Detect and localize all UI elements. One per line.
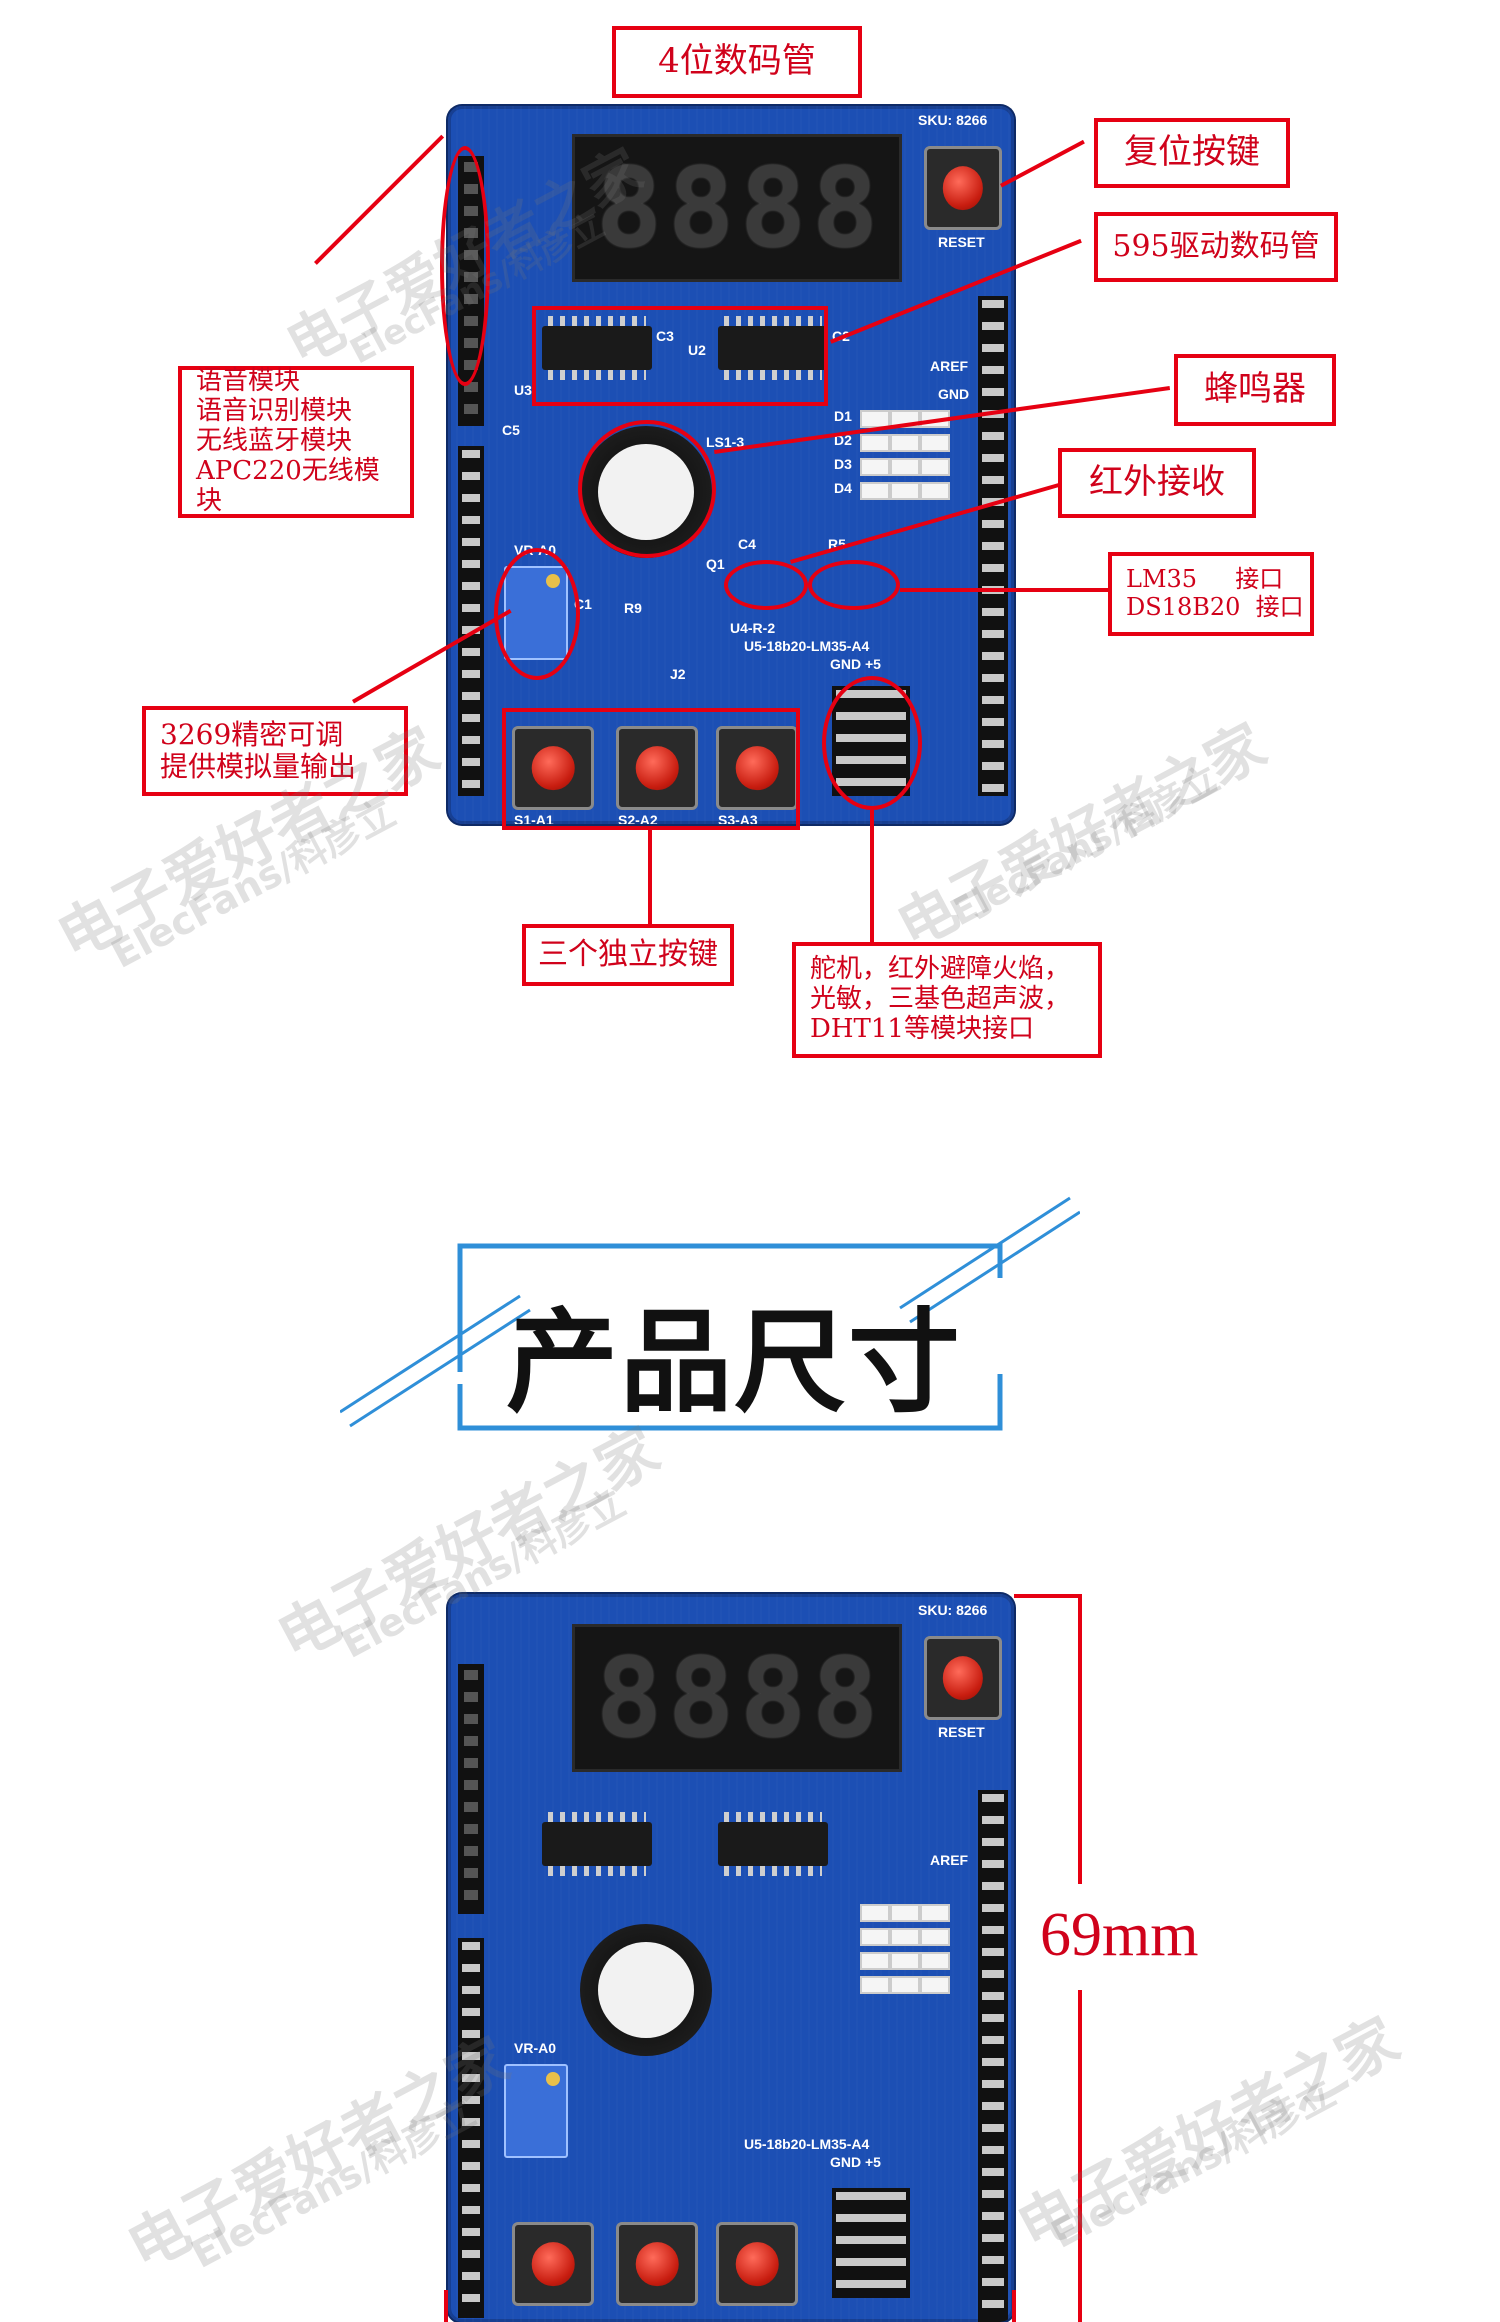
module-header-2 bbox=[832, 2188, 910, 2298]
callout-three-keys: 三个独立按键 bbox=[522, 924, 734, 986]
ir-outline bbox=[724, 560, 808, 610]
callout-four-digit-display: 4位数码管 bbox=[612, 26, 862, 98]
buzzer-outline bbox=[578, 420, 716, 558]
r9-label: R9 bbox=[624, 600, 642, 616]
watermark-en-5: ElecFans/科彦立 bbox=[184, 2090, 483, 2277]
reset-button-2[interactable] bbox=[924, 1636, 1002, 1720]
ic-u3 bbox=[542, 316, 652, 380]
watermark-cn-6: 电子爱好者之家 bbox=[1006, 2005, 1411, 2265]
s3-label: S3-A3 bbox=[718, 812, 758, 824]
d3-label: D3 bbox=[834, 456, 852, 472]
left-pins-lower bbox=[458, 446, 484, 796]
voice-header-outline bbox=[440, 146, 490, 386]
reset-label-2: RESET bbox=[938, 1724, 985, 1740]
pot-outline bbox=[494, 548, 580, 680]
ic-u2 bbox=[718, 316, 828, 380]
key-s2-2[interactable] bbox=[616, 2222, 698, 2306]
dim-vertical-bottom bbox=[1078, 1990, 1082, 2322]
dim-top-tick bbox=[1014, 1594, 1080, 1598]
right-pins-2 bbox=[978, 1790, 1008, 2322]
dimension-label: 69mm bbox=[1040, 1901, 1199, 1969]
ic-u2-2 bbox=[718, 1812, 828, 1876]
gnd-label: GND bbox=[938, 386, 970, 402]
sensor-outline bbox=[808, 560, 900, 610]
title-frame bbox=[340, 1196, 1080, 1431]
watermark-en-2: ElecFans/科彦立 bbox=[104, 790, 403, 977]
gnd5-label: GND +5 bbox=[830, 656, 881, 672]
u2-label: U2 bbox=[688, 342, 706, 358]
c5-label: C5 bbox=[502, 422, 520, 438]
reset-label: RESET bbox=[938, 234, 985, 250]
dim-right-tick bbox=[1012, 2290, 1016, 2322]
key-s1[interactable] bbox=[512, 726, 594, 810]
left-header-top-2 bbox=[458, 1664, 484, 1914]
d4-label: D4 bbox=[834, 480, 852, 496]
u4-label: U4-R-2 bbox=[730, 620, 776, 636]
u5-label: U5-18b20-LM35-A4 bbox=[744, 638, 870, 654]
u5-label-2: U5-18b20-LM35-A4 bbox=[744, 2136, 870, 2152]
key-s2[interactable] bbox=[616, 726, 698, 810]
dim-vertical-top bbox=[1078, 1594, 1082, 1884]
key-s3[interactable] bbox=[716, 726, 798, 810]
sku-label: SKU: 8266 bbox=[918, 112, 988, 128]
callout-buzzer: 蜂鸣器 bbox=[1174, 354, 1336, 426]
u3-label: U3 bbox=[514, 382, 532, 398]
right-pins bbox=[978, 296, 1008, 796]
potentiometer-2[interactable] bbox=[504, 2064, 568, 2158]
gnd5-label-2: GND +5 bbox=[830, 2154, 881, 2170]
aref-label-2: AREF bbox=[930, 1852, 969, 1868]
s1-label: S1-A1 bbox=[514, 812, 554, 824]
c4-label: C4 bbox=[738, 536, 756, 552]
callout-ir-receiver: 红外接收 bbox=[1058, 448, 1256, 518]
aref-label: AREF bbox=[930, 358, 969, 374]
dim-left-tick bbox=[444, 2290, 448, 2322]
section-title: 产品尺寸 bbox=[506, 1298, 962, 1428]
c3-label: C3 bbox=[656, 328, 674, 344]
keys-outline bbox=[502, 708, 800, 830]
callout-potentiometer: 3269精密可调 提供模拟量输出 bbox=[142, 706, 408, 796]
vr-label-2: VR-A0 bbox=[514, 2040, 557, 2056]
callout-595-driver: 595驱动数码管 bbox=[1094, 212, 1338, 282]
key-s1-2[interactable] bbox=[512, 2222, 594, 2306]
callout-voice-modules: 语音模块 语音识别模块 无线蓝牙模块 APC220无线模块 bbox=[178, 366, 414, 518]
buzzer-2 bbox=[580, 1924, 712, 2056]
ic-u3-2 bbox=[542, 1812, 652, 1876]
driver-chip-outline bbox=[532, 306, 828, 406]
s2-label: S2-A2 bbox=[618, 812, 658, 824]
j2-label: J2 bbox=[670, 666, 686, 682]
callout-reset-key: 复位按键 bbox=[1094, 118, 1290, 188]
watermark-en-6: ElecFans/科彦立 bbox=[1044, 2070, 1343, 2257]
d1-label: D1 bbox=[834, 408, 852, 424]
key-s3-2[interactable] bbox=[716, 2222, 798, 2306]
q1-label: Q1 bbox=[706, 556, 725, 572]
callout-module-interfaces: 舵机，红外避障火焰， 光敏，三基色超声波， DHT11等模块接口 bbox=[792, 942, 1102, 1058]
module-header-outline bbox=[822, 676, 922, 810]
left-pins-lower-2 bbox=[458, 1938, 484, 2318]
callout-temp-sensors: LM35 接口 DS18B20 接口 bbox=[1108, 552, 1314, 636]
reset-button[interactable] bbox=[924, 146, 1002, 230]
sku-label-2: SKU: 8266 bbox=[918, 1602, 988, 1618]
